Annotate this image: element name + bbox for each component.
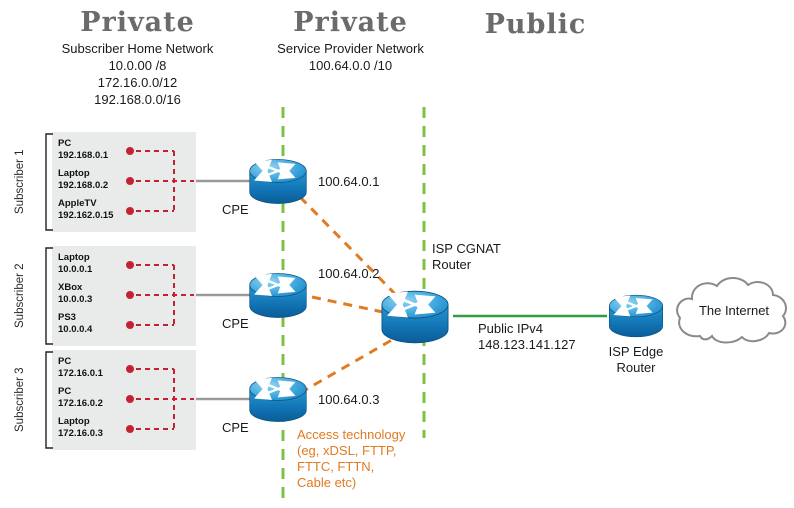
device-name: AppleTV xyxy=(58,198,97,209)
public-ipv4-label: Public IPv4 148.123.141.127 xyxy=(478,321,576,352)
device-entry: Laptop 192.168.0.2 xyxy=(58,168,108,192)
device-name: Laptop xyxy=(58,168,90,179)
cpe-3-ip: 100.64.0.3 xyxy=(318,392,380,407)
device-entry: AppleTV 192.162.0.15 xyxy=(58,198,113,222)
device-ip: 172.16.0.1 xyxy=(58,368,103,379)
zone-provider-subtitle: Service Provider Network xyxy=(277,41,424,56)
device-ip: 192.168.0.1 xyxy=(58,150,109,161)
internet-label: The Internet xyxy=(698,303,770,318)
device-entry: PC 172.16.0.2 xyxy=(58,386,103,410)
device-ip: 172.16.0.3 xyxy=(58,428,103,439)
cpe-1-ip: 100.64.0.1 xyxy=(318,174,380,189)
device-ip: 192.168.0.2 xyxy=(58,180,109,191)
device-connection-dots xyxy=(126,147,134,433)
zone-home-range: 192.168.0.0/16 xyxy=(94,92,181,107)
device-entry: Laptop 10.0.0.1 xyxy=(58,252,92,276)
zone-provider-title: Private xyxy=(293,7,408,38)
device-name: PC xyxy=(58,138,72,149)
device-name: PC xyxy=(58,386,72,397)
device-ip: 172.16.0.2 xyxy=(58,398,103,409)
zone-home-header: Private Subscriber Home Network 10.0.00 … xyxy=(40,8,235,108)
subscriber-2-label: Subscriber 2 xyxy=(14,263,26,329)
device-name: XBox xyxy=(58,282,83,293)
cpe-router-icon-3 xyxy=(250,377,307,421)
device-name: PS3 xyxy=(58,312,76,323)
device-ip: 10.0.0.3 xyxy=(58,294,93,305)
subscriber-brackets xyxy=(45,133,53,449)
device-entry: Laptop 172.16.0.3 xyxy=(58,416,103,440)
cpe-1-label: CPE xyxy=(222,202,249,217)
device-home-links xyxy=(136,150,194,430)
subscriber-1-label: Subscriber 1 xyxy=(14,149,26,215)
zone-public-title: Public xyxy=(484,9,587,40)
edge-router-icon xyxy=(609,295,662,337)
device-ip: 192.162.0.15 xyxy=(58,210,114,221)
cpe-2-ip: 100.64.0.2 xyxy=(318,266,380,281)
cpe-router-icon-2 xyxy=(250,273,307,317)
device-ip: 10.0.0.4 xyxy=(58,324,93,335)
zone-provider-range: 100.64.0.0 /10 xyxy=(308,58,393,73)
subscriber-to-cpe-links xyxy=(196,179,252,401)
device-name: PC xyxy=(58,356,72,367)
device-entry: PC 172.16.0.1 xyxy=(58,356,103,380)
edge-router-label: ISP Edge Router xyxy=(608,344,664,375)
zone-home-title: Private xyxy=(80,7,195,38)
cpe-2-label: CPE xyxy=(222,316,249,331)
internet-cloud xyxy=(676,277,787,344)
device-entry: PC 192.168.0.1 xyxy=(58,138,108,162)
device-entry: XBox 10.0.0.3 xyxy=(58,282,92,306)
device-ip: 10.0.0.1 xyxy=(58,264,93,275)
access-technology-note: Access technology (eg, xDSL, FTTP, FTTC,… xyxy=(297,427,406,490)
device-name: Laptop xyxy=(58,252,90,263)
cgnat-router-icon xyxy=(382,291,448,343)
subscriber-3-label: Subscriber 3 xyxy=(14,367,26,433)
cpe-3-label: CPE xyxy=(222,420,249,435)
zone-home-range: 10.0.00 /8 xyxy=(108,58,167,73)
cpe-router-icon-1 xyxy=(250,159,307,203)
zone-provider-header: Private Service Provider Network 100.64.… xyxy=(258,8,443,74)
zone-home-range: 172.16.0.0/12 xyxy=(97,75,178,90)
cgnat-router-label: ISP CGNAT Router xyxy=(432,241,501,272)
device-entry: PS3 10.0.0.4 xyxy=(58,312,92,336)
device-name: Laptop xyxy=(58,416,90,427)
zone-home-subtitle: Subscriber Home Network xyxy=(61,41,214,56)
access-technology-links xyxy=(298,195,401,395)
zone-public-header: Public xyxy=(468,10,603,40)
